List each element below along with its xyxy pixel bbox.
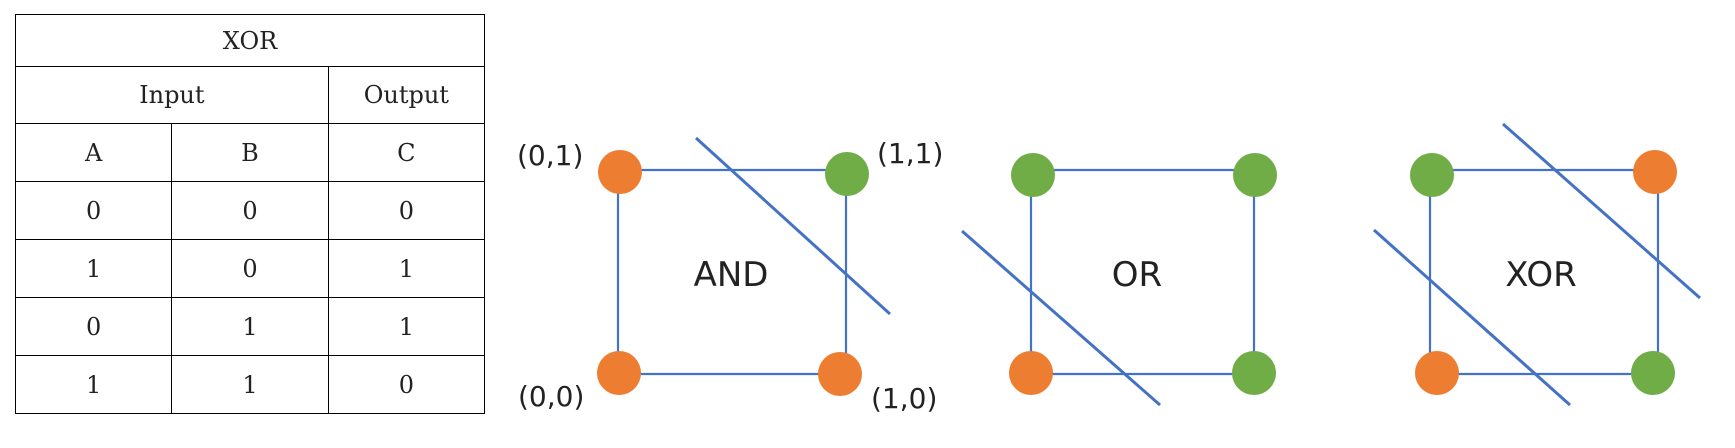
point-1-1 bbox=[1233, 153, 1277, 197]
point-0-0 bbox=[1009, 351, 1053, 395]
separator-line bbox=[961, 229, 1161, 407]
table-cell: 1 bbox=[14, 355, 173, 414]
coordinate-label-0-1: (0,1) bbox=[517, 139, 583, 172]
table-title: XOR bbox=[15, 14, 485, 67]
coordinate-label-1-1: (1,1) bbox=[877, 137, 943, 170]
diagram-title-and: AND bbox=[694, 255, 769, 295]
or-diagram: OR bbox=[961, 153, 1277, 407]
xor-diagram: XOR bbox=[1373, 122, 1701, 407]
table-cell: 1 bbox=[171, 355, 329, 414]
diagram-title-or: OR bbox=[1112, 255, 1162, 295]
point-1-0 bbox=[818, 352, 862, 396]
separator-line bbox=[1373, 228, 1571, 407]
point-1-0 bbox=[1631, 351, 1675, 395]
table-cell: 0 bbox=[327, 181, 486, 240]
point-1-0 bbox=[1232, 351, 1276, 395]
point-1-1 bbox=[1633, 150, 1677, 194]
table-row: 0 1 1 bbox=[14, 297, 486, 356]
point-0-1 bbox=[1410, 153, 1454, 197]
point-0-1 bbox=[1011, 153, 1055, 197]
table-cell: 1 bbox=[14, 239, 173, 298]
point-1-1 bbox=[825, 152, 869, 196]
separator-line bbox=[1502, 122, 1701, 300]
point-0-1 bbox=[598, 150, 642, 194]
coordinate-label-1-0: (1,0) bbox=[871, 382, 937, 415]
separator-line bbox=[694, 136, 892, 316]
output-header: Output bbox=[327, 66, 486, 124]
point-0-0 bbox=[1415, 351, 1459, 395]
input-header: Input bbox=[15, 66, 329, 124]
table-row: 1 0 1 bbox=[14, 239, 486, 298]
xor-truth-table: XOR Input Output A B C 0 0 0 1 0 1 0 1 1… bbox=[14, 14, 486, 414]
coordinate-label-0-0: (0,0) bbox=[518, 380, 584, 413]
column-header-c: C bbox=[327, 123, 486, 182]
table-cell: 1 bbox=[327, 239, 486, 298]
diagram-title-xor: XOR bbox=[1505, 255, 1577, 295]
table-cell: 1 bbox=[171, 297, 329, 356]
table-row: 1 1 0 bbox=[14, 355, 486, 414]
table-cell: 0 bbox=[327, 355, 486, 414]
and-diagram: (0,1) (1,1) (0,0) (1,0) AND bbox=[517, 136, 943, 415]
point-0-0 bbox=[597, 351, 641, 395]
